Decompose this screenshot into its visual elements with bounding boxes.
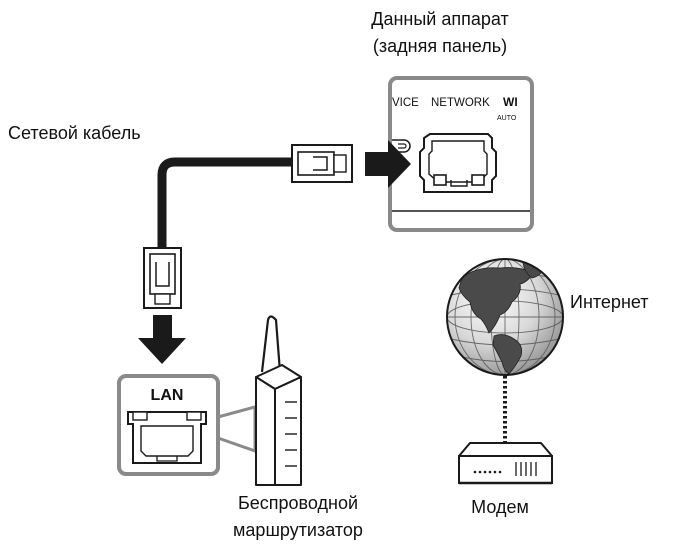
- network-port: [419, 133, 497, 193]
- network-cable: [143, 144, 353, 309]
- lan-label: LAN: [151, 387, 184, 404]
- arrow-down-icon: [138, 315, 186, 364]
- arrow-right-icon: [365, 140, 411, 188]
- internet-label: Интернет: [570, 292, 649, 312]
- router-antenna: [260, 315, 282, 373]
- panel-label-device: VICE: [392, 97, 419, 109]
- globe-icon: [446, 258, 564, 376]
- modem-icon: [458, 442, 553, 485]
- lan-port: [127, 411, 207, 464]
- cable-plug-top: [291, 144, 353, 183]
- wireless-router: [255, 315, 302, 486]
- panel-label-auto: AUTO: [497, 115, 517, 122]
- port-led-right: [471, 174, 485, 186]
- panel-label-network: NETWORK: [431, 97, 490, 109]
- port-led-left: [433, 174, 447, 186]
- panel-adjacent-port: [392, 139, 411, 153]
- device-title-line2: (задняя панель): [372, 36, 508, 56]
- router-label-line1: Беспроводной: [237, 493, 359, 513]
- cable-plug-bottom: [143, 247, 182, 309]
- cable-label: Сетевой кабель: [8, 123, 141, 143]
- panel-label-wi: WI: [503, 95, 518, 109]
- modem-label: Модем: [471, 497, 529, 517]
- device-title-line1: Данный аппарат: [371, 9, 509, 29]
- rear-panel: VICE NETWORK WI AUTO: [388, 76, 534, 232]
- lan-callout: LAN: [117, 374, 257, 476]
- router-label-line2: маршрутизатор: [233, 520, 363, 540]
